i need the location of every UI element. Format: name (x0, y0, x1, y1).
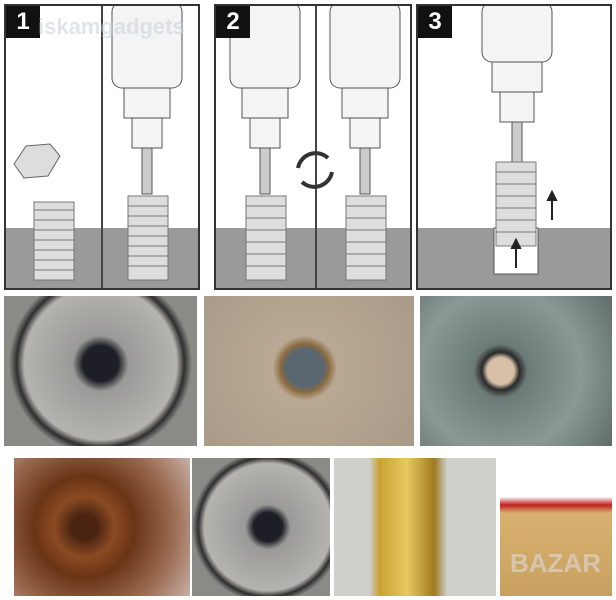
broken-screw-left (33, 201, 75, 281)
drill-1 (111, 6, 183, 195)
step-1-panel: 1 (4, 4, 200, 290)
photo-metal-screw (420, 296, 612, 446)
step-3-diagram (418, 6, 610, 288)
step-2-diagram (216, 6, 410, 288)
photo-extractor-spring: BAZAR (500, 458, 612, 596)
watermark-top: iskamgadgets (38, 14, 185, 39)
photo-stripped-screw-2 (192, 458, 330, 596)
photo-stripped-screw-1 (4, 296, 197, 446)
up-arrow-icon (510, 189, 558, 268)
step-number: 1 (6, 6, 40, 38)
photo-brass-extractor (334, 458, 496, 596)
broken-bolt-head (13, 143, 61, 179)
photo-rusty-bolt (14, 458, 190, 596)
step-1-diagram (6, 6, 198, 288)
step-2-panel: 2 (214, 4, 412, 290)
photo-wood-screw (204, 296, 414, 446)
rotate-arrows-icon (296, 151, 334, 189)
step-number: 2 (216, 6, 250, 38)
step-3-panel: 3 (416, 4, 612, 290)
step-number: 3 (418, 6, 452, 38)
broken-screw-right (127, 195, 169, 281)
watermark-bottom: BAZAR (510, 548, 601, 578)
